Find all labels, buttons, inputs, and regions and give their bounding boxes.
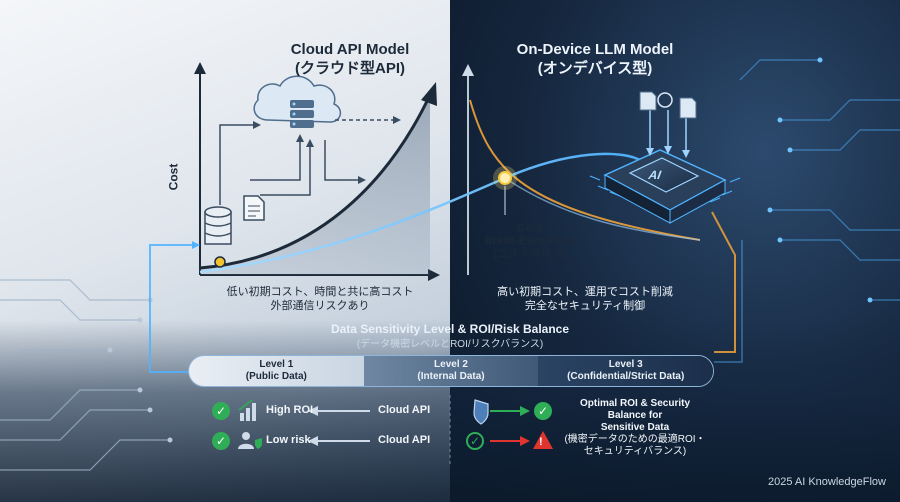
cloud-curve-arrow [421,82,437,106]
level-1: Level 1 (Public Data) [189,356,364,386]
level-2-name: Level 2 [434,359,468,370]
glow-flow-path-2 [504,177,701,241]
break-even-line2: Break-Even Point [484,235,576,247]
circuit-nodes-left [107,297,173,443]
flow-arrowheads-left [253,116,401,184]
check-icon: ✓ [212,402,230,420]
alert-icon [533,431,553,449]
cloud-cost-curve [199,94,432,270]
y-axis-label: Cost [166,163,181,191]
section-title: Data Sensitivity Level & ROI/Risk Balanc… [250,322,650,352]
ondevice-title-en: On-Device LLM Model [516,41,674,58]
break-even-line1: Cost [517,222,543,234]
level-2-desc: (Internal Data) [417,371,485,382]
cloud-model-title: Cloud API Model (クラウド型API) [250,40,450,78]
left-x-arrow [428,269,440,281]
document-icon [243,195,265,221]
row-arrows [315,410,522,442]
section-title-en: Data Sensitivity Level & ROI/Risk Balanc… [330,322,570,336]
chip-document-icons [639,91,697,119]
check-icon: ✓ [466,432,484,450]
left-y-arrow [194,62,206,74]
cloud-title-jp: (クラウド型API) [295,60,405,77]
glow-flow-path [199,152,641,274]
chip-input-arrows [649,110,687,152]
cloud-description: 低い初期コスト、時間と共に高コスト 外部通信リスクあり [205,285,435,313]
optimal-balance-text: Optimal ROI & Security Balance for Sensi… [555,398,715,458]
level-3: Level 3 (Confidential/Strict Data) [538,356,713,386]
ondevice-desc-line2: 完全なセキュリティ制御 [524,300,646,312]
row-arrowheads [308,406,530,446]
level-3-desc: (Confidential/Strict Data) [567,371,685,382]
footer-credit: 2025 AI KnowledgeFlow [767,476,886,488]
circuit-nodes-right [767,57,873,303]
cloud-server-icon [253,75,342,128]
ai-chip-icon [589,149,741,224]
start-point [214,256,226,268]
row2-check: ✓ [212,432,230,450]
check-icon: ✓ [212,432,230,450]
right-y-arrow [462,64,474,76]
ondevice-desc-line1: 高い初期コスト、運用でコスト削減 [497,286,673,298]
row1-check: ✓ [212,402,230,420]
section-title-jp: (データ機密レベルとROI/リスクバランス) [356,339,544,350]
ondevice-title-jp: (オンデバイス型) [537,60,653,77]
ondevice-description: 高い初期コスト、運用でコスト削減 完全なセキュリティ制御 [475,285,695,313]
right-glow-bracket-inner [714,240,743,363]
cloud-desc-line2: 外部通信リスクあり [270,300,370,312]
sensitivity-level-bar: Level 1 (Public Data) Level 2 (Internal … [188,355,714,387]
level-3-name: Level 3 [608,359,643,370]
circuit-traces-right [739,59,900,301]
right-glow-bracket [711,211,736,353]
row1-result-check: ✓ [534,402,552,420]
break-even-line3: (コスト分岐点) [493,248,567,260]
flow-arrows-left [219,119,395,205]
break-even-point [498,171,512,185]
level-2: Level 2 (Internal Data) [363,356,539,386]
row1-label: High ROI [266,404,314,416]
circuit-traces-left [0,279,170,471]
shield-icon [473,399,489,425]
row2-ondevice-check: ✓ [466,432,484,450]
database-icon [204,206,232,245]
row2-label: Low risk [266,434,311,446]
cloud-desc-line1: 低い初期コスト、時間と共に高コスト [226,286,414,298]
optimal-line5: セキュリティバランス) [583,446,687,457]
row2-source: Cloud API [378,434,431,446]
optimal-line3: Sensitive Data [600,422,670,433]
level-1-name: Level 1 [259,359,294,370]
left-glow-bracket [149,244,195,373]
cloud-cost-area [200,95,430,275]
check-icon: ✓ [534,402,552,420]
break-even-label: Cost Break-Even Point (コスト分岐点) [470,222,590,261]
row1-source: Cloud API [378,404,431,416]
bar-chart-icon [240,403,256,421]
optimal-line4: (機密データのための最適ROI・ [564,434,706,445]
person-shield-icon [238,432,262,449]
ondevice-cost-curve [469,99,701,241]
ondevice-model-title: On-Device LLM Model (オンデバイス型) [495,40,695,78]
alert-glyph: ! [539,436,543,448]
cloud-title-en: Cloud API Model [290,41,410,58]
optimal-line1: Optimal ROI & Security [579,398,691,409]
optimal-line2: Balance for [607,410,663,421]
level-1-desc: (Public Data) [245,371,307,382]
